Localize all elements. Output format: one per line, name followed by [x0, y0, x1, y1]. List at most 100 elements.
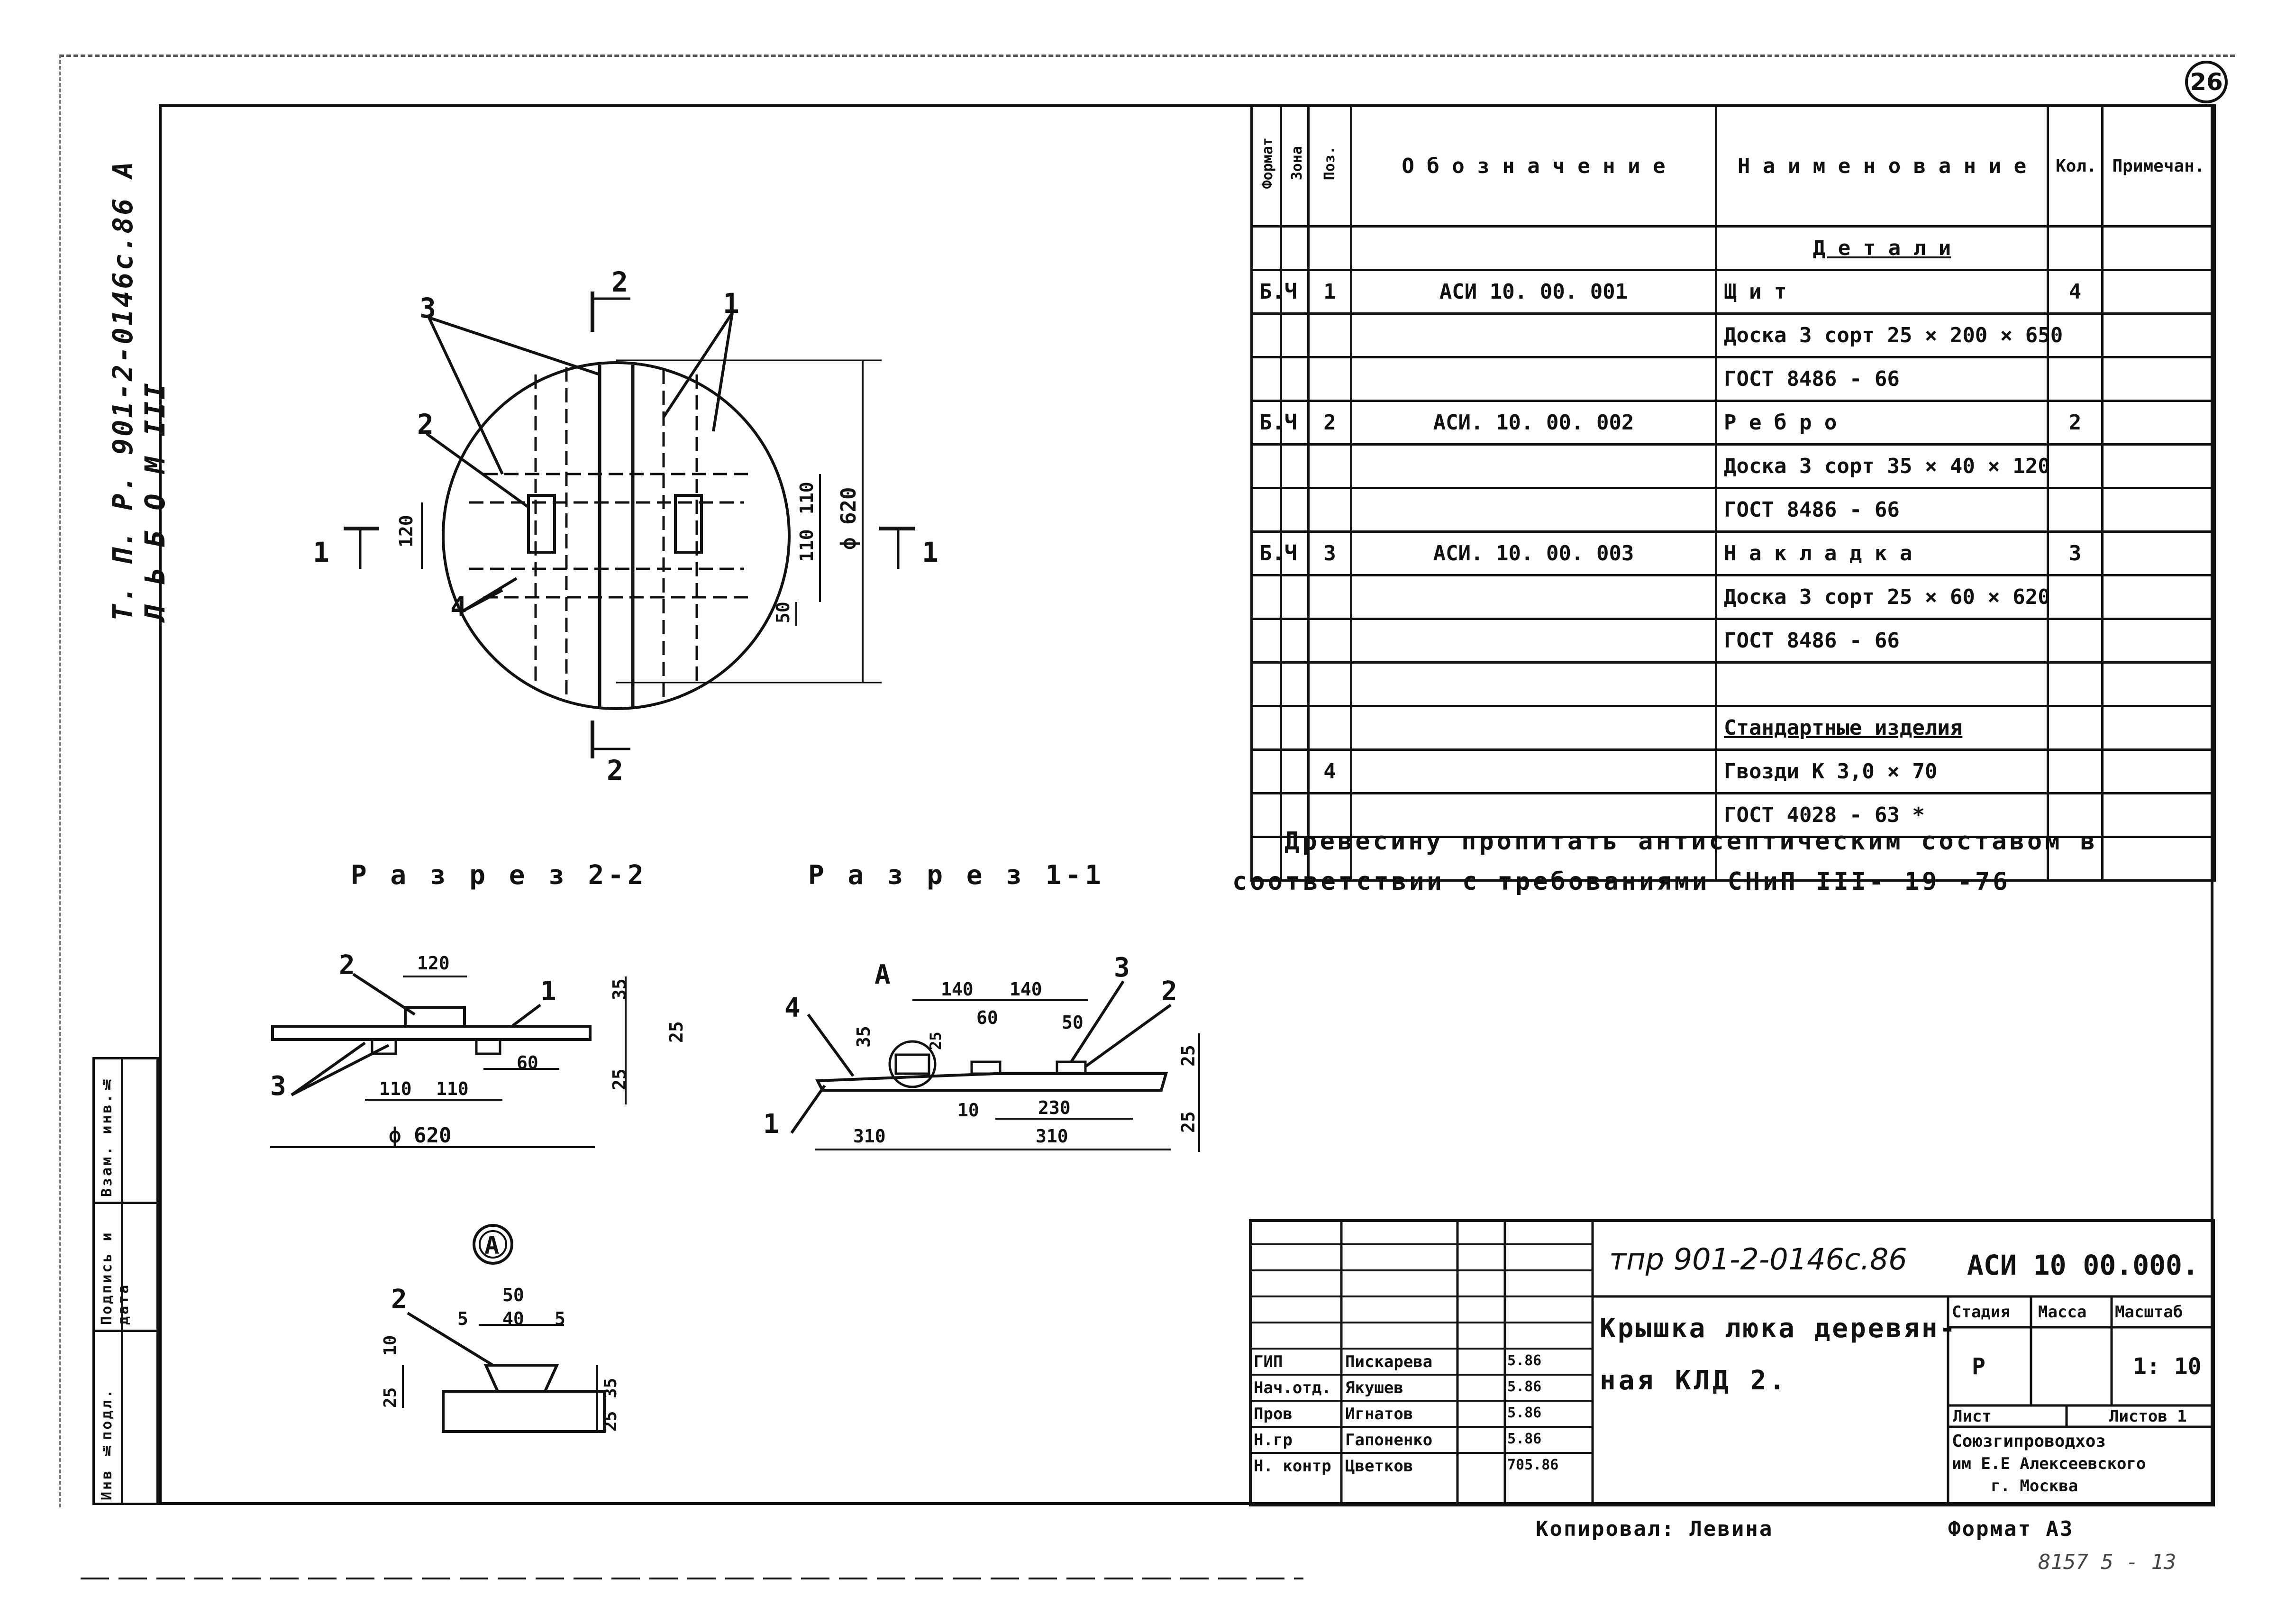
- plan-label-3: 3: [419, 292, 436, 324]
- cell-qty: [2047, 225, 2104, 271]
- cell-pos: [1307, 312, 1352, 358]
- cell-fmt: [1250, 574, 1282, 620]
- signature-date: 5.86: [1507, 1378, 1542, 1395]
- s22-dim-620: ф 620: [389, 1123, 451, 1148]
- cell-zone: [1280, 356, 1310, 402]
- s11-label-3: 3: [1114, 952, 1130, 983]
- plan-label-1: 1: [723, 287, 739, 319]
- cell-note: [2101, 269, 2216, 315]
- detail-a-dim-25b: 25: [601, 1411, 620, 1432]
- org-line-3: г. Москва: [1991, 1477, 2078, 1496]
- cell-zone: [1280, 705, 1310, 751]
- signature-date: 5.86: [1507, 1405, 1542, 1421]
- cell-code: [1350, 574, 1717, 620]
- s11-dim-310b: 310: [1036, 1126, 1068, 1147]
- cell-fmt: [1250, 705, 1282, 751]
- col-note: Примечан.: [2101, 104, 2216, 228]
- cell-note: [2101, 574, 2216, 620]
- signature-role: ГИП: [1254, 1352, 1283, 1371]
- sheet-number-circle: 26: [2185, 61, 2228, 103]
- detail-a-dim-40: 40: [502, 1308, 524, 1329]
- signature-role: Н.гр: [1254, 1431, 1293, 1450]
- cell-pos: [1307, 574, 1352, 620]
- cell-qty: [2047, 487, 2104, 533]
- signature-name: Гапоненко: [1345, 1431, 1433, 1450]
- note-line-1: Древесину пропитать антисептическим сост…: [1284, 827, 2098, 856]
- cell-qty: [2047, 356, 2104, 402]
- stage-value: Р: [1972, 1353, 1985, 1380]
- cell-name: Доска 3 сорт 25 × 200 × 650: [1715, 312, 2063, 358]
- detail-a-mark: А: [484, 1232, 499, 1260]
- cell-code: АСИ. 10. 00. 003: [1350, 530, 1717, 576]
- s22-dim-60: 60: [517, 1052, 538, 1073]
- signature-date: 705.86: [1507, 1457, 1559, 1473]
- cell-code: [1350, 705, 1717, 751]
- cell-name: ГОСТ 8486 - 66: [1715, 487, 2049, 533]
- plan-dim-50: 50: [773, 602, 793, 623]
- s22-label-2: 2: [339, 950, 355, 981]
- col-name: Н а и м е н о в а н и е: [1715, 104, 2049, 228]
- cell-fmt: [1250, 312, 1282, 358]
- cell-qty: [2047, 574, 2104, 620]
- cell-fmt: [1250, 225, 1282, 271]
- signature-name: Пискарева: [1345, 1352, 1433, 1371]
- cell-fmt: [1250, 792, 1282, 838]
- s11-dim-230: 230: [1038, 1097, 1071, 1118]
- rib-right: [674, 494, 703, 554]
- cell-note: [2101, 705, 2216, 751]
- cell-name: Н а к л а д к а: [1715, 530, 2049, 576]
- plan-label-2: 2: [417, 408, 434, 440]
- cell-code: АСИ. 10. 00. 002: [1350, 400, 1717, 446]
- table-row: ГОСТ 8486 - 66: [1250, 618, 2216, 664]
- table-row: Стандартные изделия: [1250, 705, 2216, 751]
- cell-name: Д е т а л и: [1715, 225, 2049, 271]
- cell-note: [2101, 312, 2216, 358]
- cell-code: [1350, 836, 1717, 882]
- table-row: Д е т а л и: [1250, 225, 2216, 271]
- drawing-number: АСИ 10 00.000.: [1967, 1249, 2199, 1281]
- cell-note: [2101, 443, 2216, 489]
- rib-left: [527, 494, 556, 554]
- cell-name: [1715, 661, 2049, 707]
- cell-note: [2101, 836, 2216, 882]
- cell-fmt: [1250, 618, 1282, 664]
- cell-code: [1350, 356, 1717, 402]
- s22-dim-110a: 110: [379, 1078, 412, 1099]
- s11-dim-25b: 25: [1178, 1111, 1199, 1133]
- col-zone: Зона: [1280, 104, 1310, 228]
- cell-code: [1350, 487, 1717, 533]
- cell-pos: [1307, 705, 1352, 751]
- detail-a-dim-25a: 25: [381, 1387, 400, 1408]
- plan-dim-110b: 110: [796, 529, 817, 562]
- s22-dim-25b: 25: [609, 1068, 630, 1090]
- org-line-1: Союзгипроводхоз: [1952, 1432, 2106, 1451]
- cell-qty: [2047, 748, 2104, 794]
- doc-code: тпр 901-2-0146с.86: [1609, 1242, 1907, 1277]
- outer-border: [59, 55, 2235, 1507]
- s22-dim-25a: 25: [666, 1021, 687, 1043]
- section-1-1-board: [815, 1072, 1168, 1092]
- cell-zone: [1280, 661, 1310, 707]
- cell-zone: [1280, 400, 1310, 446]
- cell-note: [2101, 618, 2216, 664]
- cell-zone: [1280, 748, 1310, 794]
- format-label: Формат А3: [1948, 1517, 2074, 1541]
- cell-qty: [2047, 661, 2104, 707]
- plan-dim-110a: 110: [796, 482, 817, 514]
- cell-zone: [1280, 487, 1310, 533]
- cell-pos: [1307, 443, 1352, 489]
- detail-a-label-2: 2: [391, 1284, 407, 1315]
- cell-note: [2101, 356, 2216, 402]
- cell-code: [1350, 618, 1717, 664]
- detail-a-dim-5a: 5: [457, 1308, 468, 1329]
- col-qty: Кол.: [2047, 104, 2104, 228]
- cell-zone: [1280, 618, 1310, 664]
- org-line-2: им Е.Е Алексеевского: [1952, 1454, 2146, 1473]
- cell-code: [1350, 661, 1717, 707]
- cell-pos: 2: [1307, 400, 1352, 446]
- detail-a-dim-10: 10: [381, 1335, 400, 1356]
- cell-code: [1350, 225, 1717, 271]
